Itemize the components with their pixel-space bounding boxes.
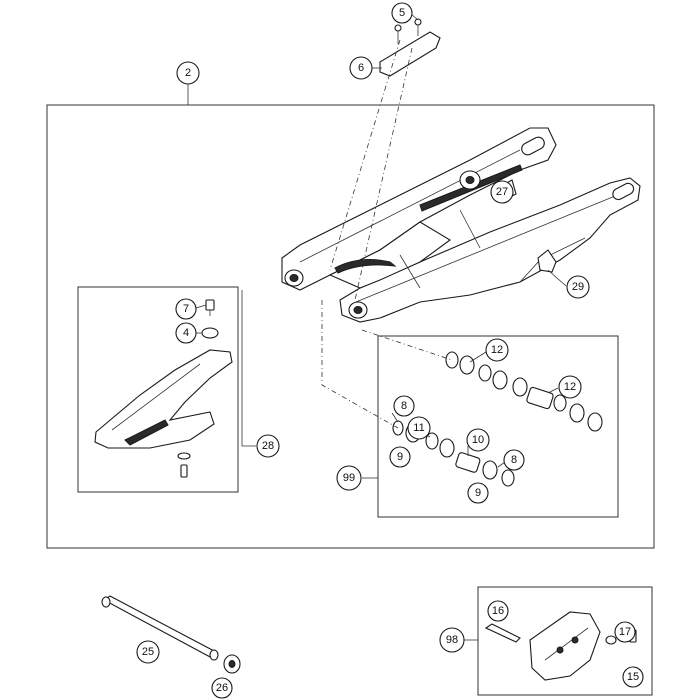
callout-98: 98 bbox=[439, 627, 465, 653]
svg-text:26: 26 bbox=[216, 682, 228, 694]
svg-text:6: 6 bbox=[358, 62, 364, 74]
svg-text:99: 99 bbox=[343, 472, 355, 484]
centerline-pivot-lower bbox=[321, 300, 399, 429]
svg-text:10: 10 bbox=[472, 434, 484, 446]
callout-8-left: 8 bbox=[393, 395, 415, 417]
svg-text:4: 4 bbox=[183, 327, 189, 339]
svg-text:28: 28 bbox=[262, 440, 274, 452]
svg-text:5: 5 bbox=[399, 7, 405, 19]
centerline-guide-left bbox=[329, 39, 401, 271]
svg-text:9: 9 bbox=[397, 451, 403, 463]
callout-9-right: 9 bbox=[467, 482, 489, 504]
rear-axle bbox=[101, 595, 241, 674]
chain-slider bbox=[94, 299, 233, 478]
callout-17: 17 bbox=[614, 621, 636, 643]
bearing-kit-group-box bbox=[377, 335, 619, 518]
svg-text:9: 9 bbox=[475, 487, 481, 499]
callout-26: 26 bbox=[211, 677, 233, 699]
chain-guide-group-box bbox=[477, 586, 653, 696]
callout-11: 11 bbox=[407, 416, 431, 440]
svg-text:27: 27 bbox=[496, 186, 508, 198]
callout-16: 16 bbox=[487, 600, 509, 622]
chain-slider-group-box bbox=[77, 286, 239, 493]
callout-29: 29 bbox=[566, 275, 590, 299]
svg-text:17: 17 bbox=[619, 626, 631, 638]
callout-9-left: 9 bbox=[389, 446, 411, 468]
chain-guide-top bbox=[379, 18, 441, 77]
swingarm-assembly-box bbox=[46, 104, 655, 549]
callout-12-upper: 12 bbox=[485, 338, 509, 362]
callout-28: 28 bbox=[256, 434, 280, 458]
callout-15: 15 bbox=[622, 666, 644, 688]
swingarm bbox=[281, 127, 641, 323]
svg-text:98: 98 bbox=[446, 634, 458, 646]
callout-6: 6 bbox=[349, 56, 373, 80]
callout-99: 99 bbox=[336, 465, 362, 491]
callout-12-right: 12 bbox=[558, 375, 582, 399]
svg-text:7: 7 bbox=[183, 303, 189, 315]
svg-text:8: 8 bbox=[511, 454, 517, 466]
callout-27: 27 bbox=[490, 180, 514, 204]
callout-10: 10 bbox=[466, 428, 490, 452]
svg-text:12: 12 bbox=[564, 381, 576, 393]
svg-text:29: 29 bbox=[572, 281, 584, 293]
svg-text:15: 15 bbox=[627, 671, 639, 683]
svg-text:11: 11 bbox=[413, 422, 424, 434]
lower-chain-guide bbox=[484, 611, 637, 681]
svg-text:12: 12 bbox=[491, 344, 503, 356]
callout-8-right: 8 bbox=[503, 449, 525, 471]
svg-text:16: 16 bbox=[492, 605, 504, 617]
svg-text:2: 2 bbox=[185, 67, 191, 79]
leader-lines bbox=[187, 13, 567, 641]
callout-5: 5 bbox=[391, 2, 413, 24]
callout-25: 25 bbox=[136, 640, 160, 664]
centerline-pivot-upper bbox=[361, 329, 453, 361]
callout-4: 4 bbox=[175, 322, 197, 344]
svg-text:8: 8 bbox=[401, 400, 407, 412]
callout-7: 7 bbox=[175, 298, 197, 320]
svg-text:25: 25 bbox=[142, 646, 154, 658]
callout-2: 2 bbox=[176, 61, 200, 85]
